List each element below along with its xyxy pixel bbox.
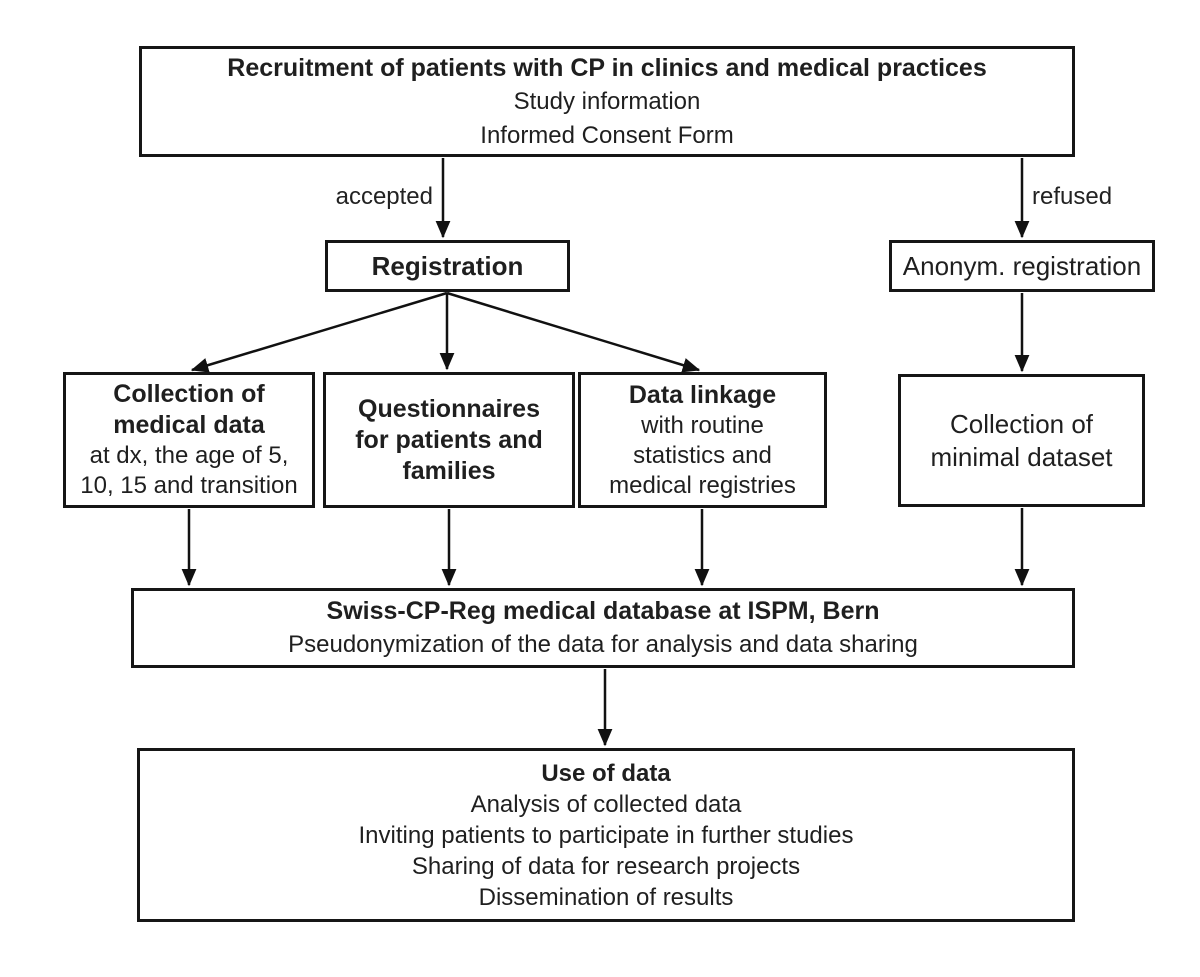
collection-medical-title-line: medical data bbox=[113, 411, 265, 439]
data-linkage-line: statistics and bbox=[633, 441, 772, 469]
use-of-data-line: Sharing of data for research projects bbox=[411, 852, 801, 880]
questionnaires-title-line: Questionnaires bbox=[358, 394, 540, 423]
database-line: Pseudonymization of the data for analysi… bbox=[288, 631, 918, 658]
use-of-data-line: Dissemination of results bbox=[478, 883, 734, 911]
box-database: Swiss-CP-Reg medical database at ISPM, B… bbox=[131, 588, 1075, 668]
use-of-data-title: Use of data bbox=[541, 759, 671, 787]
arrow-registration-to-linkage bbox=[446, 291, 701, 373]
use-of-data-line: Inviting patients to participate in furt… bbox=[358, 821, 854, 849]
data-linkage-line: with routine bbox=[641, 411, 764, 439]
box-recruitment: Recruitment of patients with CP in clini… bbox=[139, 46, 1075, 157]
collection-minimal-line: minimal dataset bbox=[930, 441, 1113, 472]
collection-medical-line: 10, 15 and transition bbox=[80, 472, 298, 499]
box-collection-medical-data: Collection of medical data at dx, the ag… bbox=[63, 372, 315, 508]
database-title: Swiss-CP-Reg medical database at ISPM, B… bbox=[326, 597, 880, 625]
edge-label-refused: refused bbox=[1032, 183, 1113, 210]
use-of-data-line: Analysis of collected data bbox=[470, 790, 742, 818]
collection-minimal-line: Collection of bbox=[949, 408, 1094, 439]
questionnaires-title-line: families bbox=[402, 456, 496, 485]
box-use-of-data: Use of data Analysis of collected data I… bbox=[137, 748, 1075, 922]
box-collection-minimal-dataset: Collection of minimal dataset bbox=[898, 374, 1145, 507]
data-linkage-line: medical registries bbox=[609, 471, 796, 499]
recruitment-title: Recruitment of patients with CP in clini… bbox=[227, 53, 987, 82]
edge-label-accepted: accepted bbox=[335, 183, 433, 210]
box-questionnaires: Questionnaires for patients and families bbox=[323, 372, 575, 508]
collection-medical-title-line: Collection of bbox=[113, 380, 265, 408]
box-registration: Registration bbox=[325, 240, 570, 292]
recruitment-line: Informed Consent Form bbox=[480, 121, 734, 149]
collection-medical-line: at dx, the age of 5, bbox=[89, 442, 289, 469]
data-linkage-title: Data linkage bbox=[628, 380, 777, 409]
recruitment-line: Study information bbox=[513, 87, 701, 115]
box-anonym-registration: Anonym. registration bbox=[889, 240, 1155, 292]
box-data-linkage: Data linkage with routine statistics and… bbox=[578, 372, 827, 508]
registration-title: Registration bbox=[371, 251, 524, 281]
arrow-registration-to-medical bbox=[190, 291, 448, 373]
questionnaires-title-line: for patients and bbox=[355, 425, 543, 454]
anonym-registration-label: Anonym. registration bbox=[902, 251, 1142, 281]
